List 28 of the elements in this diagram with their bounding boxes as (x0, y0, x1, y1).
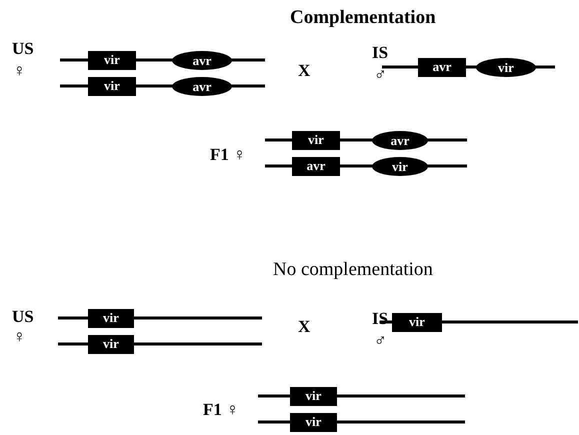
sample-label: US (12, 308, 34, 325)
sex-symbol: ♂ (374, 66, 387, 83)
gene-box: vir (88, 334, 134, 354)
gene-label: avr (192, 80, 212, 92)
gene-box: avr (292, 156, 340, 176)
generation-label: F1 ♀ (203, 401, 239, 418)
section-heading: Complementation (290, 8, 436, 27)
gene-label: vir (498, 60, 514, 74)
sample-label: IS (372, 44, 388, 61)
gene-label: vir (392, 160, 408, 172)
cross-sign: X (298, 318, 310, 335)
gene-box: vir (290, 386, 337, 406)
gene-label: avr (390, 134, 410, 146)
sample-label: US (12, 40, 34, 57)
sex-symbol: ♀ (13, 62, 26, 79)
sex-symbol: ♂ (374, 332, 387, 349)
gene-label: avr (192, 54, 212, 66)
cross-sign: X (298, 62, 310, 79)
gene-box: vir (290, 412, 337, 432)
section-heading: No complementation (273, 260, 433, 279)
gene-box: vir (392, 312, 442, 332)
gene-box: vir (88, 76, 136, 96)
gene-box: vir (292, 130, 340, 150)
sex-symbol: ♀ (13, 328, 26, 345)
gene-box: vir (88, 50, 136, 70)
gene-box: avr (418, 58, 466, 76)
gene-box: vir (88, 308, 134, 328)
generation-label: F1 ♀ (210, 146, 246, 163)
